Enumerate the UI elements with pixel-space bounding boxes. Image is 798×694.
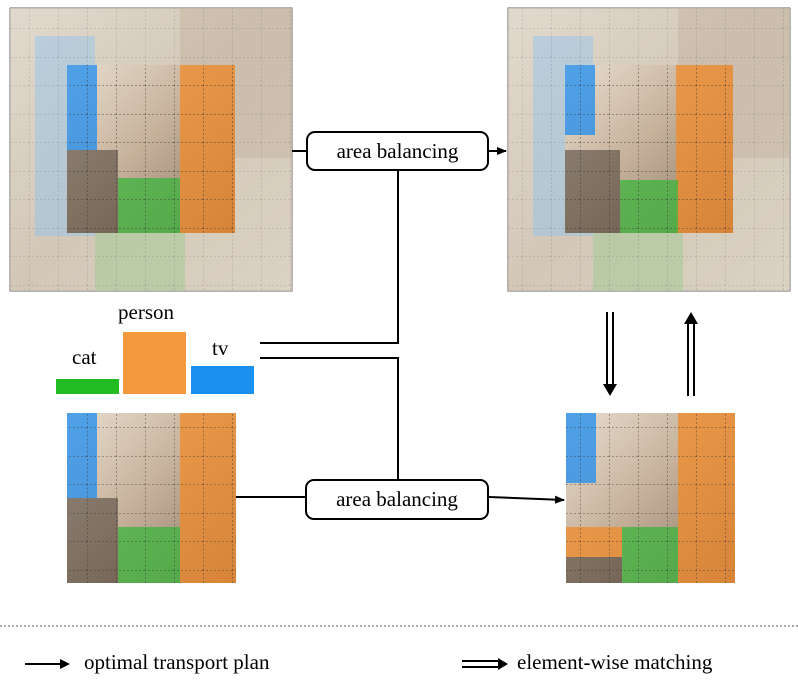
- class-swatch-cat: [56, 379, 119, 394]
- double-arrow-up-icon: [684, 312, 698, 396]
- legend-element-wise-label: element-wise matching: [517, 650, 713, 674]
- class-label-tv: tv: [212, 336, 229, 360]
- source-image-small: [67, 413, 236, 583]
- connectors: [236, 147, 565, 504]
- single-arrow-icon: [25, 659, 70, 669]
- target-image-large: [507, 7, 791, 292]
- class-label-cat: cat: [72, 345, 97, 369]
- double-arrow-down-icon: [603, 312, 617, 396]
- target-image-small: [566, 413, 735, 583]
- class-swatch-person: [123, 332, 186, 394]
- area-balancing-top: area balancing: [306, 131, 489, 171]
- class-label-person: person: [118, 300, 174, 324]
- area-balancing-bottom: area balancing: [305, 479, 489, 520]
- double-arrow-icon: [462, 658, 508, 670]
- source-image-large: [9, 7, 293, 292]
- legend-optimal-transport-label: optimal transport plan: [84, 650, 270, 674]
- class-swatch-tv: [191, 366, 254, 394]
